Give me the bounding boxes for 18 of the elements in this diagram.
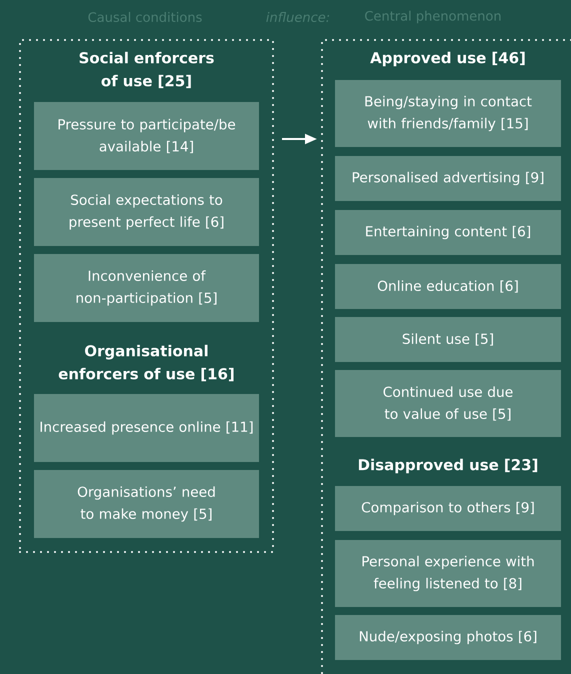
category-box: Inconvenience of non-participation [5]: [34, 254, 259, 322]
category-box: Organisations’ need to make money [5]: [34, 470, 259, 538]
category-box: Comparison to others [9]: [335, 486, 561, 531]
category-box: Entertaining content [6]: [335, 210, 561, 255]
category-box: Personalised advertising [9]: [335, 156, 561, 201]
category-box: Nude/exposing photos [6]: [335, 615, 561, 660]
category-box: Continued use due to value of use [5]: [335, 370, 561, 437]
category-box: Personal experience with feeling listened to [8]: [335, 540, 561, 607]
category-box: Pressure to participate/be available [14]: [34, 102, 259, 170]
group-heading: Organisational enforcers of use [16]: [58, 344, 234, 382]
group-heading: Disapproved use [23]: [358, 458, 538, 474]
category-box: Social expectations to present perfect life [6]: [34, 178, 259, 246]
category-box: Online education [6]: [335, 264, 561, 309]
group-heading: Approved use [46]: [370, 52, 525, 66]
group-heading: Social enforcers of use [25]: [80, 52, 214, 88]
category-box: Being/staying in contact with friends/family [15]: [335, 80, 561, 147]
category-box: Silent use [5]: [335, 317, 561, 362]
category-box: Increased presence online [11]: [34, 394, 259, 462]
